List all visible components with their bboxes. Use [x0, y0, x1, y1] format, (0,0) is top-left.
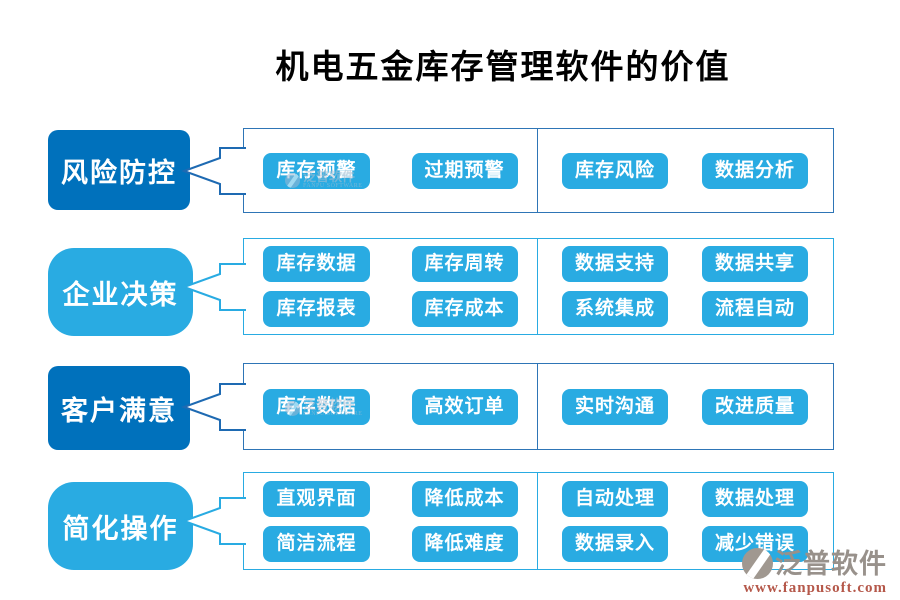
- left-half: 简洁流程 降低难度: [244, 525, 537, 562]
- feature-chip: 简洁流程: [263, 525, 370, 562]
- arrow-left-icon: [181, 383, 246, 431]
- items-panel: 库存预警过期预警库存风险数据分析: [243, 128, 834, 213]
- feature-chip: 过期预警: [411, 152, 518, 189]
- feature-chip: 高效订单: [411, 388, 518, 425]
- feature-chip: 自动处理: [561, 480, 668, 517]
- left-half: 库存数据 库存周转: [244, 246, 537, 282]
- feature-chip: 数据录入: [561, 525, 668, 562]
- feature-chip: 数据处理: [702, 480, 809, 517]
- arrow-left-icon: [181, 147, 246, 195]
- feature-chip: 实时沟通: [561, 388, 668, 425]
- right-half: 数据支持数据共享: [537, 246, 833, 282]
- feature-chip: 库存预警: [263, 152, 370, 189]
- left-half: 库存数据 高效订单: [244, 388, 537, 425]
- feature-chip: 系统集成: [561, 291, 668, 327]
- chip-line: 库存预警过期预警库存风险数据分析: [244, 152, 833, 189]
- feature-chip: 数据支持: [561, 246, 668, 282]
- category-label: 简化操作: [48, 482, 193, 570]
- feature-chip: 库存数据: [263, 246, 370, 282]
- feature-chip: 库存数据: [263, 388, 370, 425]
- left-half: 直观界面 降低成本: [244, 480, 537, 517]
- items-panel: 直观界面降低成本自动处理数据处理简洁流程降低难度数据录入减少错误: [243, 472, 834, 570]
- category-label: 企业决策: [48, 248, 193, 336]
- feature-chip: 降低成本: [411, 480, 518, 517]
- feature-chip: 数据共享: [702, 246, 809, 282]
- panel-divider: [537, 473, 538, 569]
- right-half: 实时沟通改进质量: [537, 388, 833, 425]
- feature-chip: 库存风险: [561, 152, 668, 189]
- vendor-name: 泛普软件: [775, 548, 887, 579]
- arrow-left-icon: [181, 497, 246, 545]
- panel-divider: [537, 239, 538, 334]
- feature-chip: 库存周转: [411, 246, 518, 282]
- right-half: 系统集成流程自动: [537, 291, 833, 327]
- items-panel: 库存数据库存周转数据支持数据共享库存报表库存成本系统集成流程自动: [243, 238, 834, 335]
- items-panel: 库存数据高效订单实时沟通改进质量: [243, 363, 834, 450]
- right-half: 库存风险数据分析: [537, 152, 833, 189]
- left-half: 库存报表 库存成本: [244, 291, 537, 327]
- chip-line: 库存数据库存周转数据支持数据共享: [244, 246, 833, 282]
- page-title: 机电五金库存管理软件的价值: [275, 50, 731, 87]
- category-label: 风险防控: [48, 130, 190, 210]
- fanpu-logo-icon: [742, 548, 773, 579]
- feature-chip: 流程自动: [702, 291, 809, 327]
- right-half: 自动处理数据处理: [537, 480, 833, 517]
- chip-line: 简洁流程 降低难度数据录入减少错误: [244, 525, 833, 562]
- panel-divider: [537, 129, 538, 212]
- feature-chip: 数据分析: [702, 152, 809, 189]
- category-label: 客户满意: [48, 366, 190, 450]
- chip-line: 库存数据高效订单实时沟通改进质量: [244, 388, 833, 425]
- right-half: 数据录入减少错误: [537, 525, 833, 562]
- arrow-left-icon: [181, 263, 246, 311]
- panel-divider: [537, 364, 538, 449]
- feature-chip: 库存成本: [411, 291, 518, 327]
- chip-line: 库存报表库存成本系统集成流程自动: [244, 291, 833, 327]
- feature-chip: 直观界面: [263, 480, 370, 517]
- vendor-watermark: 泛普软件 www.fanpusoft.com: [742, 548, 887, 597]
- feature-chip: 降低难度: [411, 525, 518, 562]
- chip-line: 直观界面降低成本自动处理数据处理: [244, 480, 833, 517]
- feature-chip: 库存报表: [263, 291, 370, 327]
- left-half: 库存预警 过期预警: [244, 152, 537, 189]
- feature-chip: 改进质量: [702, 388, 809, 425]
- vendor-url: www.fanpusoft.com: [743, 580, 887, 596]
